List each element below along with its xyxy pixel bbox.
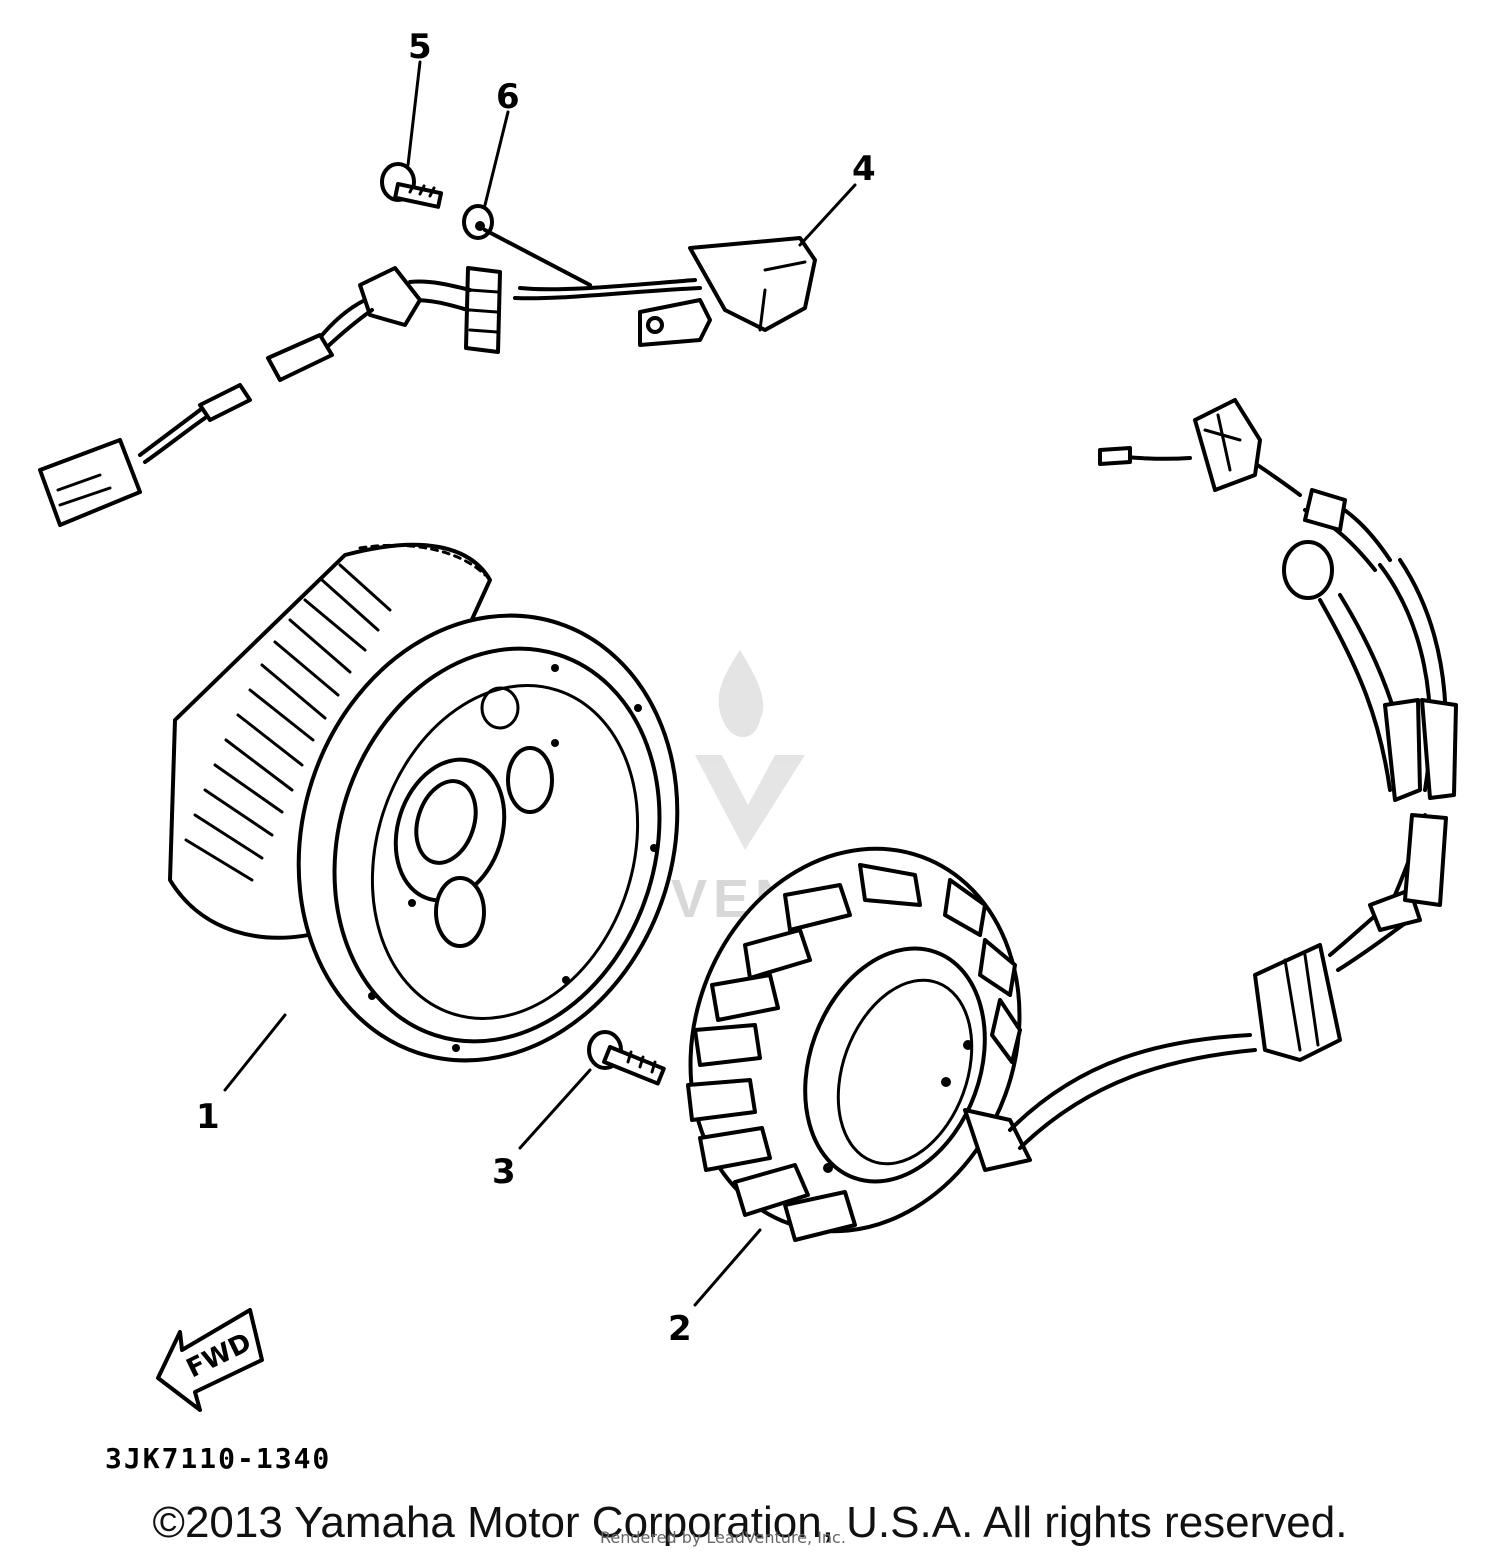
stator-part-2 — [686, 846, 1032, 1242]
cooling-fins — [184, 563, 392, 882]
bolt-part-5 — [380, 162, 444, 209]
stator-poles — [686, 863, 1022, 1242]
callout-4: 4 — [852, 149, 876, 189]
callout-5: 5 — [408, 27, 432, 67]
part-code: 3JK7110-1340 — [105, 1442, 331, 1475]
pickup-coil-assembly — [38, 162, 817, 527]
rendered-by-notice: Rendered by LeadVenture, Inc. — [600, 1528, 846, 1547]
flywheel-rotor-part-1 — [168, 542, 680, 1063]
callout-1: 1 — [196, 1097, 220, 1137]
callout-3: 3 — [492, 1152, 516, 1192]
callout-6: 6 — [496, 77, 520, 117]
screw-part-3 — [587, 1030, 666, 1086]
watermark-logo — [695, 650, 805, 850]
pickup-coil-part-4 — [513, 236, 817, 347]
callout-2: 2 — [668, 1309, 692, 1349]
fwd-arrow: FWD — [156, 1308, 264, 1412]
stator-harness — [1008, 398, 1458, 1150]
copyright-notice: ©2013 Yamaha Motor Corporation, U.S.A. A… — [152, 1498, 1348, 1547]
